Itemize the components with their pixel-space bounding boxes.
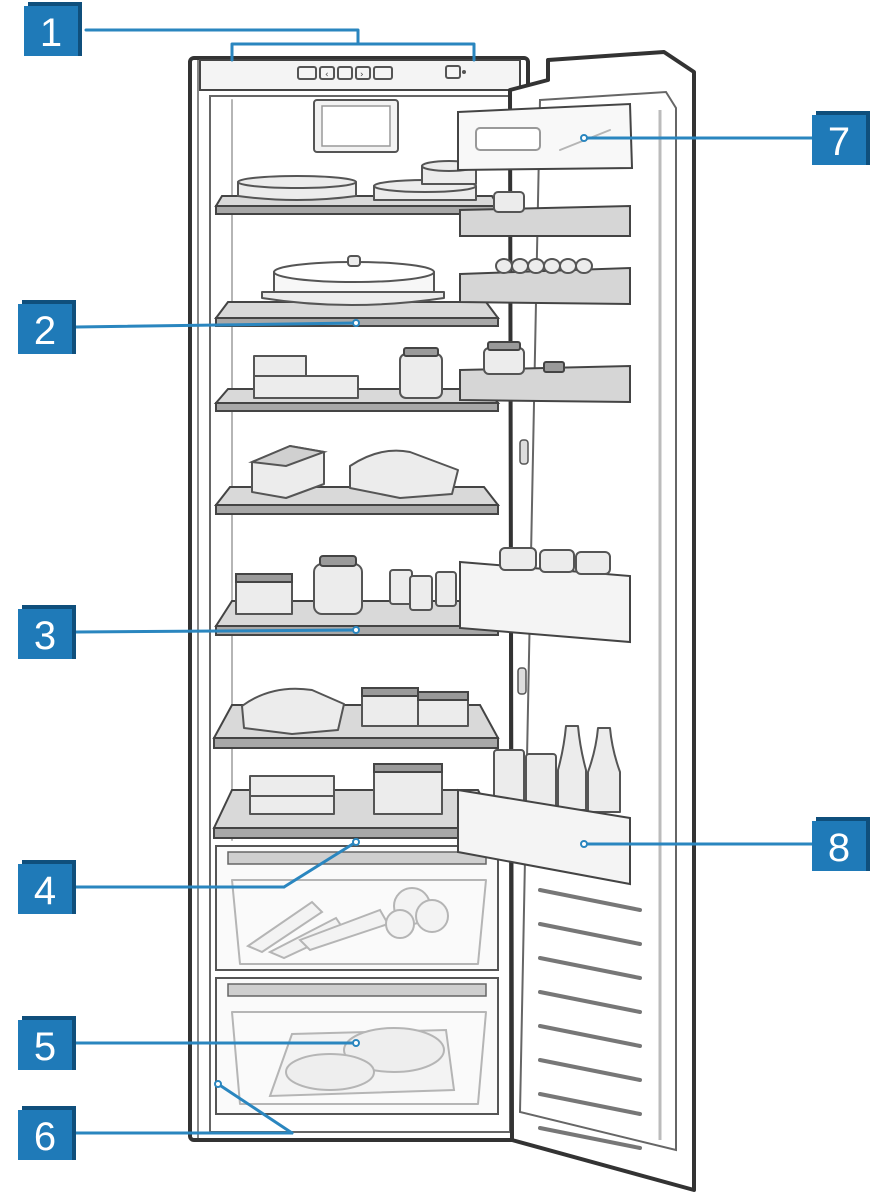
callout-7: 7 — [812, 111, 870, 165]
door-bin-4 — [459, 341, 631, 404]
control-panel: ‹ › — [199, 59, 521, 91]
callout-2: 2 — [18, 300, 76, 354]
callout-3: 3 — [18, 605, 76, 659]
callout-5-label: 5 — [34, 1025, 56, 1069]
door-vents — [538, 888, 642, 1150]
callout-4: 4 — [18, 860, 76, 914]
leader-lines — [74, 28, 814, 1135]
fridge-cabinet: ‹ › — [188, 56, 530, 1142]
callout-8-label: 8 — [828, 826, 850, 870]
svg-text:›: › — [360, 70, 364, 80]
callout-7-label: 7 — [828, 120, 850, 164]
door-bin-5 — [459, 547, 631, 644]
callout-1-label: 1 — [40, 11, 62, 55]
callout-6: 6 — [18, 1106, 76, 1160]
svg-text:‹: ‹ — [325, 70, 329, 80]
meat-package — [268, 1027, 456, 1098]
bottles — [493, 725, 621, 813]
callout-4-label: 4 — [34, 869, 56, 913]
egg-tray — [459, 258, 631, 306]
door-bin-butter — [457, 102, 634, 172]
vegetables — [245, 887, 449, 960]
fridge-door — [457, 50, 696, 1192]
callout-1: 1 — [24, 2, 82, 56]
shelf-items — [235, 160, 477, 815]
door-bin-bottles — [457, 788, 631, 886]
callout-6-label: 6 — [34, 1115, 56, 1159]
callout-2-label: 2 — [34, 309, 56, 353]
callout-5: 5 — [18, 1016, 76, 1070]
callout-3-label: 3 — [34, 614, 56, 658]
callout-8: 8 — [812, 817, 870, 871]
door-bin-2 — [459, 191, 631, 237]
control-panel-buttons: ‹ › — [297, 66, 393, 80]
